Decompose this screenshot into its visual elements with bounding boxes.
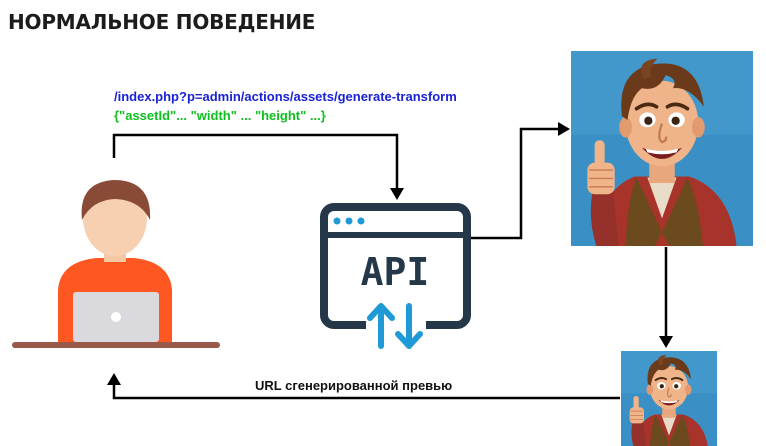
api-to-image-connector [470,122,570,240]
request-url-label: /index.php?p=admin/actions/assets/genera… [114,89,457,104]
upload-arrow-icon [367,303,395,349]
api-window-icon: API [320,203,471,349]
request-body-label: {"assetId"... "width" ... "height" ...} [114,108,326,123]
page-title: НОРМАЛЬНОЕ ПОВЕДЕНИЕ [8,10,316,34]
cartoon-man-thumbs-up-image [571,51,753,246]
user-at-laptop-icon [12,180,220,348]
request-connector [112,133,404,200]
image-to-thumbnail-connector [659,247,673,348]
response-connector [107,373,620,400]
response-label: URL сгенерированной превью [255,378,453,393]
download-arrow-icon [395,303,423,349]
api-label: API [361,250,430,294]
cartoon-man-thumbs-up-thumbnail [621,351,717,446]
